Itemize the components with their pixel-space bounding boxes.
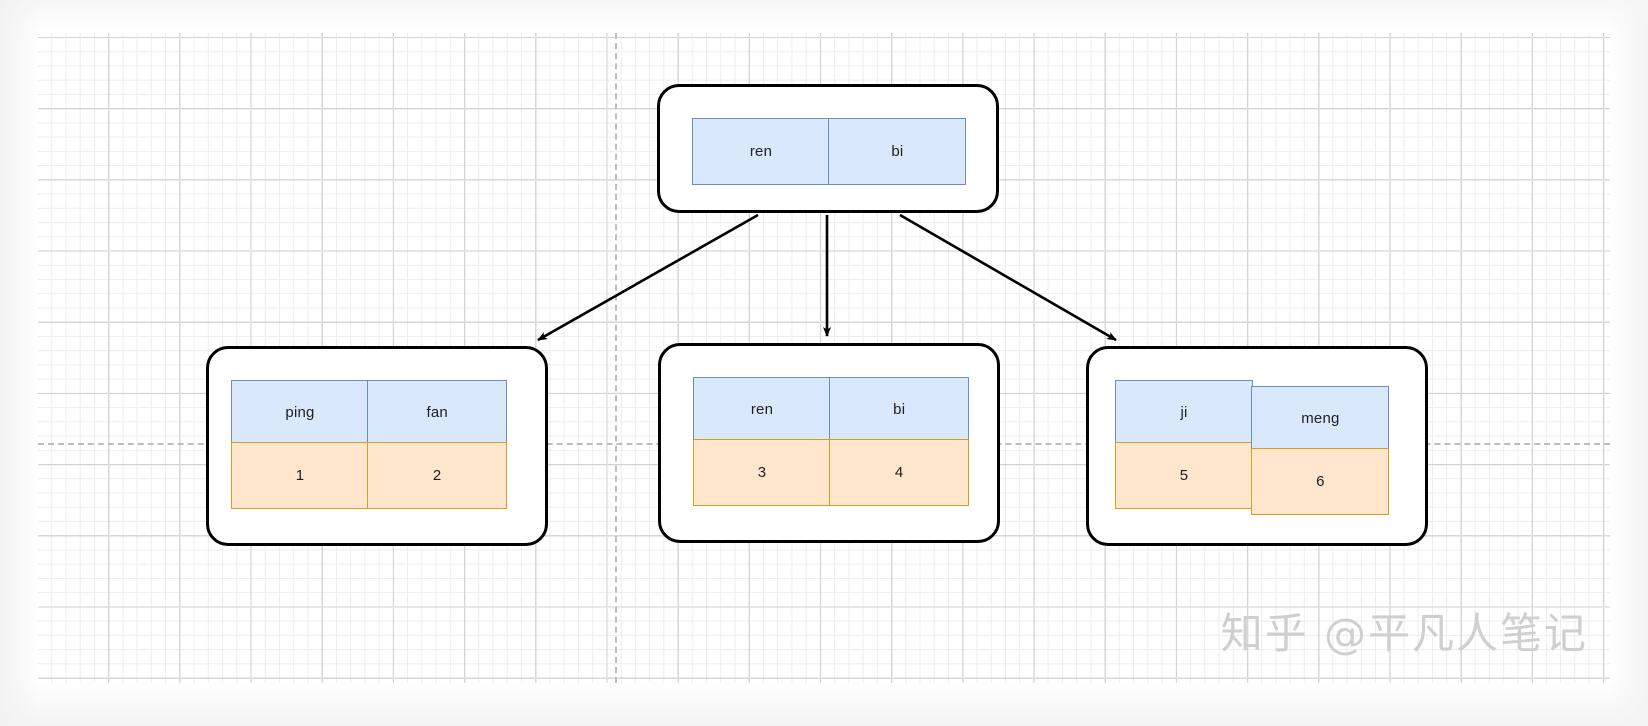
left-key-cell-1[interactable]: fan — [367, 380, 507, 444]
right-child-column-0: ji 5 — [1115, 380, 1253, 509]
middle-value-cell-1[interactable]: 4 — [829, 439, 969, 506]
guide-vertical — [615, 33, 617, 683]
left-value-cell-0[interactable]: 1 — [231, 442, 369, 509]
left-child-table: ping fan 1 2 — [231, 380, 507, 509]
root-key-row: ren bi — [692, 118, 967, 185]
middle-key-cell-0[interactable]: ren — [693, 377, 831, 441]
right-child-column-1: meng 6 — [1251, 386, 1390, 515]
right-key-cell-1[interactable]: meng — [1251, 386, 1390, 450]
edge-root-to-left — [537, 213, 759, 342]
right-value-cell-0[interactable]: 5 — [1115, 442, 1253, 509]
grid-canvas: ren bi ping fan 1 2 ren bi 3 4 — [38, 33, 1610, 683]
edge-root-to-right — [899, 213, 1117, 342]
right-value-cell-1[interactable]: 6 — [1251, 448, 1390, 515]
middle-key-cell-1[interactable]: bi — [829, 377, 969, 441]
child-node-right[interactable]: ji 5 meng 6 — [1086, 346, 1428, 546]
middle-child-table: ren bi 3 4 — [693, 377, 969, 506]
root-key-cell-0[interactable]: ren — [692, 118, 830, 185]
middle-value-cell-0[interactable]: 3 — [693, 439, 831, 506]
left-key-cell-0[interactable]: ping — [231, 380, 369, 444]
watermark: 知乎 @平凡人笔记 — [1220, 609, 1588, 658]
root-key-cell-1[interactable]: bi — [828, 118, 967, 185]
left-value-cell-1[interactable]: 2 — [367, 442, 507, 509]
right-key-cell-0[interactable]: ji — [1115, 380, 1253, 444]
root-node[interactable]: ren bi — [657, 84, 999, 213]
child-node-middle[interactable]: ren bi 3 4 — [658, 343, 1000, 543]
child-node-left[interactable]: ping fan 1 2 — [206, 346, 548, 546]
